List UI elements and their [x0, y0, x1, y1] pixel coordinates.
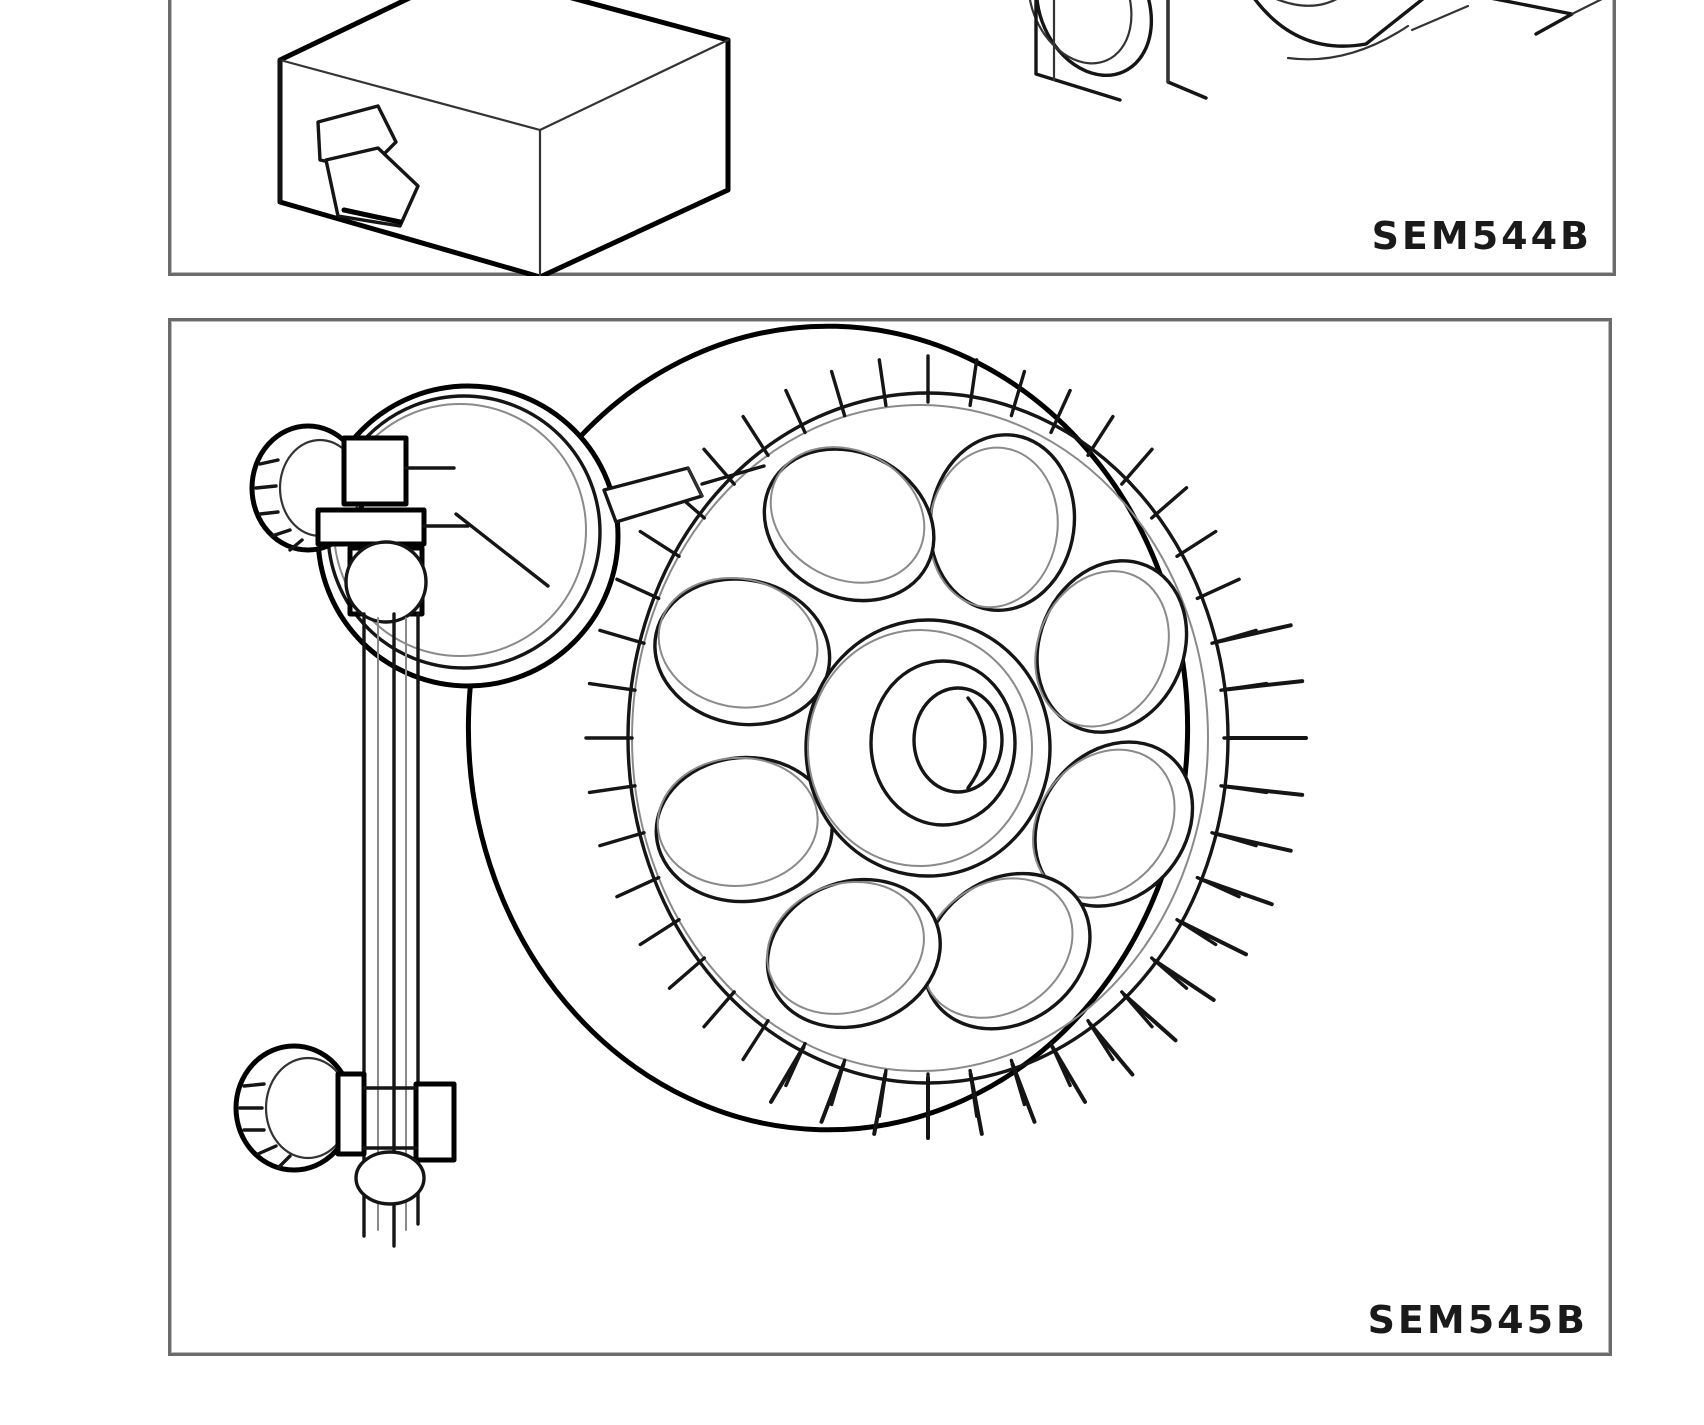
- camshaft-head-illustration: [277, 0, 1603, 276]
- sprocket-lightening-holes: [653, 433, 1195, 1031]
- figure-panel-top: SEM544B: [168, 0, 1616, 276]
- figure-panel-bottom: SEM545B: [168, 318, 1612, 1356]
- sprocket-runout-illustration: [233, 323, 1308, 1248]
- dial-indicator-assembly: [233, 383, 766, 1248]
- camshaft-sprocket: [466, 323, 1308, 1140]
- figure-caption-top: SEM544B: [1371, 214, 1592, 258]
- sprocket-hub: [804, 618, 1052, 878]
- base-clamp-knob: [233, 1043, 457, 1206]
- mounting-block: [277, 0, 731, 276]
- dial-indicator-needle: [454, 512, 550, 588]
- camshaft-lobe-2: [1027, 0, 1154, 78]
- cylinder-head-casting: [1027, 0, 1603, 102]
- figure-caption-bottom: SEM545B: [1367, 1298, 1588, 1342]
- panel-border-bottom: [168, 318, 1612, 1356]
- clamp-bracket: [315, 435, 470, 624]
- panel-border-top: [168, 0, 1616, 276]
